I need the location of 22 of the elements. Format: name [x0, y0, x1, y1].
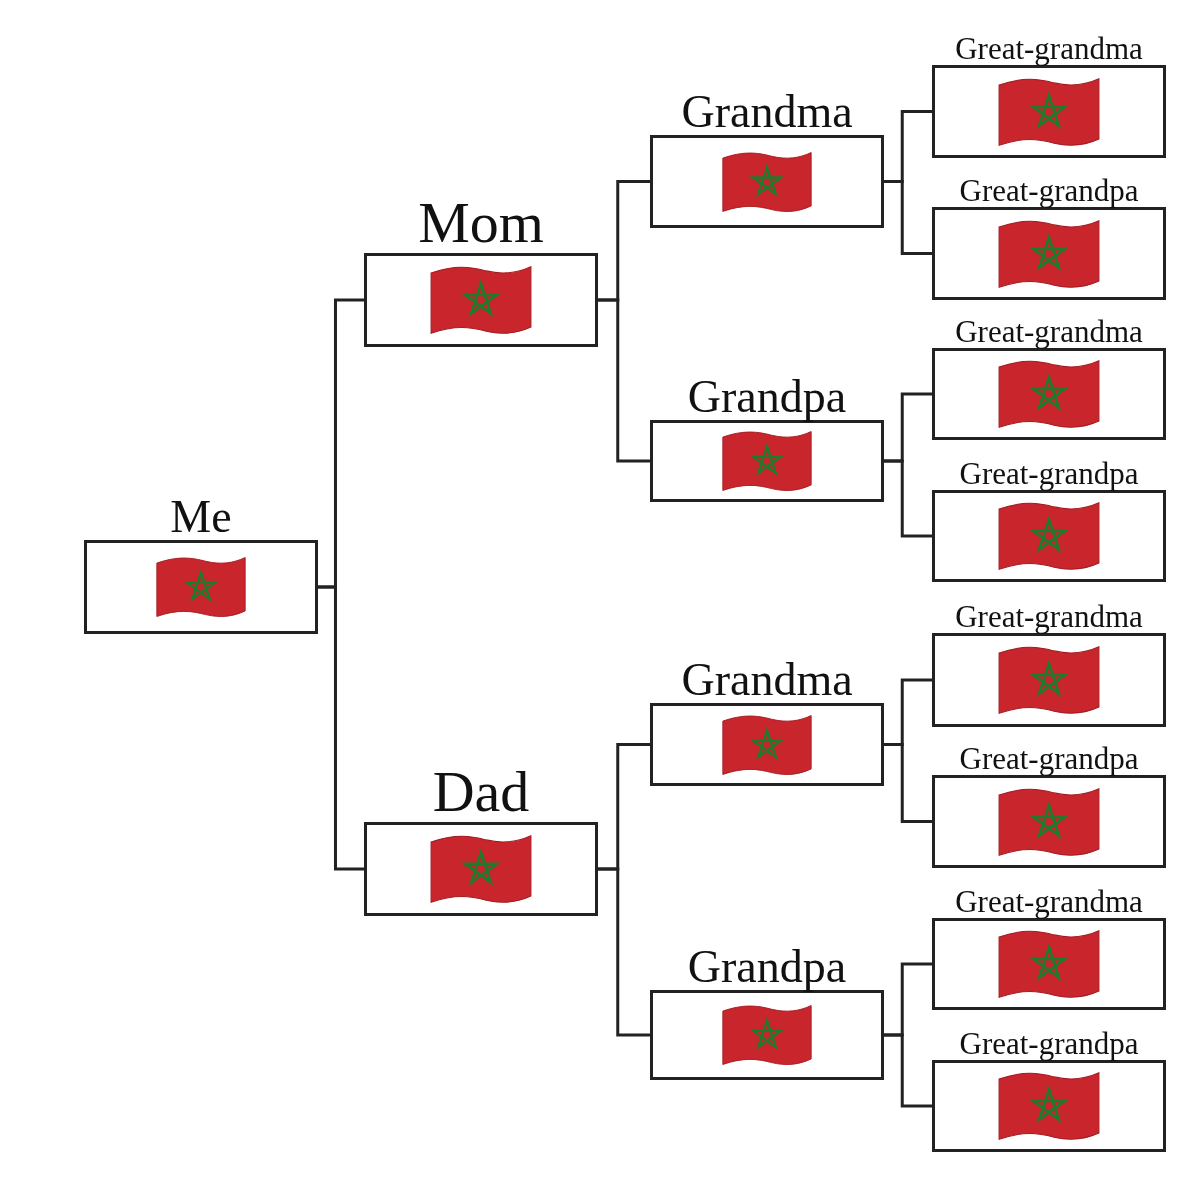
- person-name: Grandpa: [687, 942, 847, 991]
- person-name: Mom: [418, 193, 544, 254]
- connector-line: [884, 1033, 932, 1108]
- connector-line: [884, 743, 932, 823]
- person-name: Great-grandpa: [959, 175, 1139, 208]
- person-name: Great-grandma: [955, 601, 1143, 634]
- person-name: Me: [170, 492, 232, 541]
- person-name: Great-grandma: [955, 886, 1143, 919]
- person-name: Grandma: [681, 87, 853, 136]
- connector-line: [884, 180, 932, 255]
- connector-line: [598, 298, 650, 463]
- person-name: Grandpa: [687, 372, 847, 421]
- person-name: Great-grandpa: [959, 458, 1139, 491]
- person-name: Great-grandma: [955, 316, 1143, 349]
- person-name: Great-grandpa: [959, 743, 1139, 776]
- connector-line: [318, 585, 364, 871]
- person-name: Dad: [432, 762, 530, 823]
- person-name: Great-grandma: [955, 33, 1143, 66]
- connector-line: [884, 459, 932, 538]
- person-name: Great-grandpa: [959, 1028, 1139, 1061]
- person-name: Grandma: [681, 655, 853, 704]
- connector-line: [598, 867, 650, 1037]
